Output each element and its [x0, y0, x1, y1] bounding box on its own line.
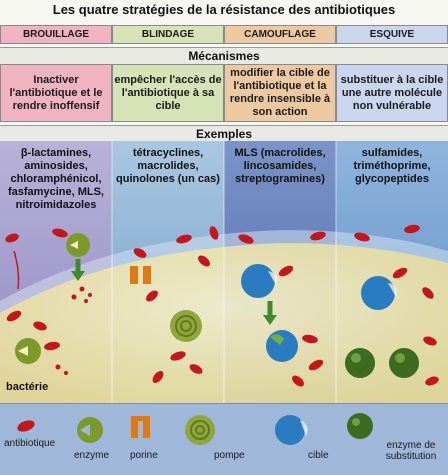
porin-icon	[130, 266, 151, 284]
legend-substitution-enzyme-label: enzyme de substitution	[385, 440, 437, 462]
target-icon	[241, 264, 275, 298]
strategy-header-brouillage: BROUILLAGE	[0, 25, 112, 44]
legend-antibiotic-label: antibiotique	[4, 438, 56, 449]
illustration-camouflage	[238, 231, 326, 387]
section-mechanisms-title: Mécanismes	[0, 47, 448, 65]
pump-icon	[170, 310, 202, 342]
illustration-esquive	[345, 224, 439, 386]
legend-porin-icon	[131, 416, 150, 438]
examples-camouflage: MLS (macrolides, lincosamides, streptogr…	[234, 147, 326, 185]
legend: antibiotique enzyme porine pompe cible e…	[0, 403, 448, 475]
strategy-header-esquive: ESQUIVE	[336, 25, 448, 44]
legend-target-icon	[275, 415, 308, 445]
strategy-header-blindage: BLINDAGE	[112, 25, 224, 44]
legend-target-label: cible	[308, 450, 329, 461]
examples-brouillage: β-lactamines, aminosides, chloramphénico…	[8, 147, 104, 211]
legend-pump-icon	[185, 415, 215, 445]
mechanism-esquive: substituer à la cible une autre molécule…	[336, 64, 448, 122]
bacteria-label: bactérie	[6, 381, 49, 393]
illustration-blindage	[130, 226, 219, 383]
legend-enzyme-label: enzyme	[74, 450, 110, 461]
legend-pump-label: pompe	[214, 450, 245, 461]
examples-esquive: sulfamides, triméthoprime, glycopeptides	[353, 147, 431, 185]
illustration-brouillage	[5, 228, 92, 375]
examples-blindage: tétracyclines, macrolides, quinolones (u…	[116, 147, 220, 185]
strategy-illustration-panel	[0, 141, 448, 403]
mechanism-brouillage: Inactiver l'antibiotique et le rendre in…	[0, 64, 112, 122]
diagram-title: Les quatre stratégies de la résistance d…	[52, 2, 396, 17]
mechanism-blindage: empêcher l'accès de l'antibiotique à sa …	[112, 64, 224, 122]
legend-enzyme-icon	[77, 417, 103, 443]
legend-substitution-enzyme-icon	[347, 413, 373, 439]
legend-porin-label: porine	[130, 450, 158, 461]
mechanism-camouflage: modifier la cible de l'antibiotique et l…	[224, 64, 336, 122]
strategy-header-camouflage: CAMOUFLAGE	[224, 25, 336, 44]
substitution-enzyme-icon	[345, 348, 375, 378]
legend-antibiotic-icon	[17, 420, 35, 432]
